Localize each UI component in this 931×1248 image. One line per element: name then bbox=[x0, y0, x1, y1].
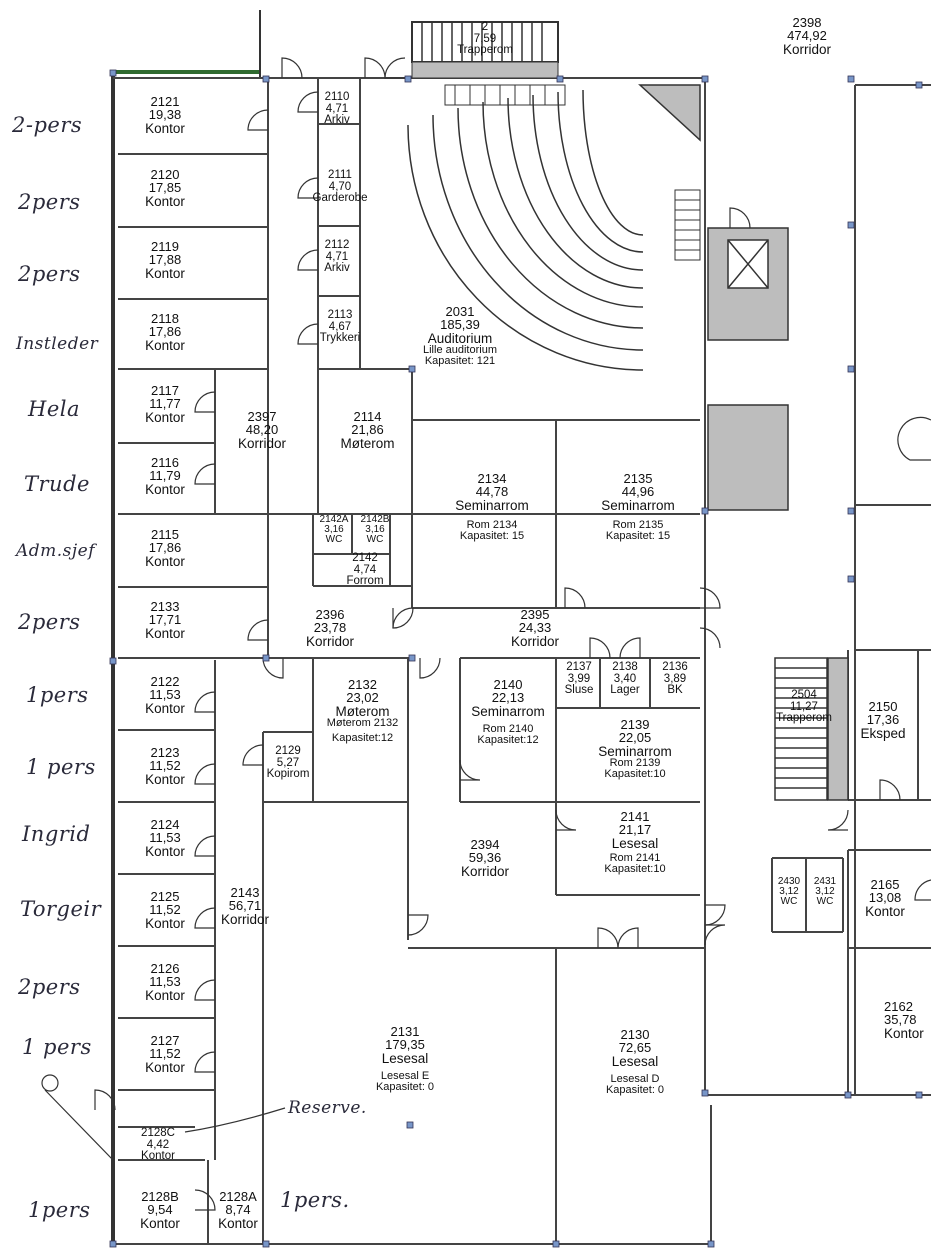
auditorium-seating bbox=[407, 84, 701, 371]
note-2118: Instleder bbox=[16, 334, 99, 354]
stairs-top bbox=[411, 21, 559, 79]
note-2117: Hela bbox=[28, 397, 80, 421]
note-2121: 2-pers bbox=[12, 113, 83, 137]
note-2125: Torgeir bbox=[20, 897, 102, 921]
note-2122: 1pers bbox=[26, 683, 89, 707]
note-2124: Ingrid bbox=[22, 822, 91, 846]
elevator-shafts bbox=[707, 227, 849, 801]
auditorium-steps bbox=[444, 84, 701, 261]
note-2123: 1 pers bbox=[26, 755, 96, 779]
note-reserve: Reserve. bbox=[288, 1098, 367, 1118]
door-swings bbox=[94, 57, 931, 1211]
wall-markers bbox=[109, 69, 923, 1248]
left-wall bbox=[111, 10, 261, 1244]
note-2127: 1 pers bbox=[22, 1035, 92, 1059]
note-2133: 2pers bbox=[18, 610, 81, 634]
stairs-2504 bbox=[774, 657, 828, 801]
note-2126: 2pers bbox=[18, 975, 81, 999]
note-2116: Trude bbox=[24, 472, 90, 496]
note-2128B: 1pers bbox=[28, 1198, 91, 1222]
note-2115: Adm.sjef bbox=[16, 541, 96, 561]
walls bbox=[113, 77, 931, 1245]
note-2119: 2pers bbox=[18, 262, 81, 286]
note-2120: 2pers bbox=[18, 190, 81, 214]
note-2131: 1pers. bbox=[280, 1188, 350, 1212]
entrance-annotation bbox=[41, 1074, 286, 1161]
stairs-top-treads bbox=[421, 22, 543, 62]
